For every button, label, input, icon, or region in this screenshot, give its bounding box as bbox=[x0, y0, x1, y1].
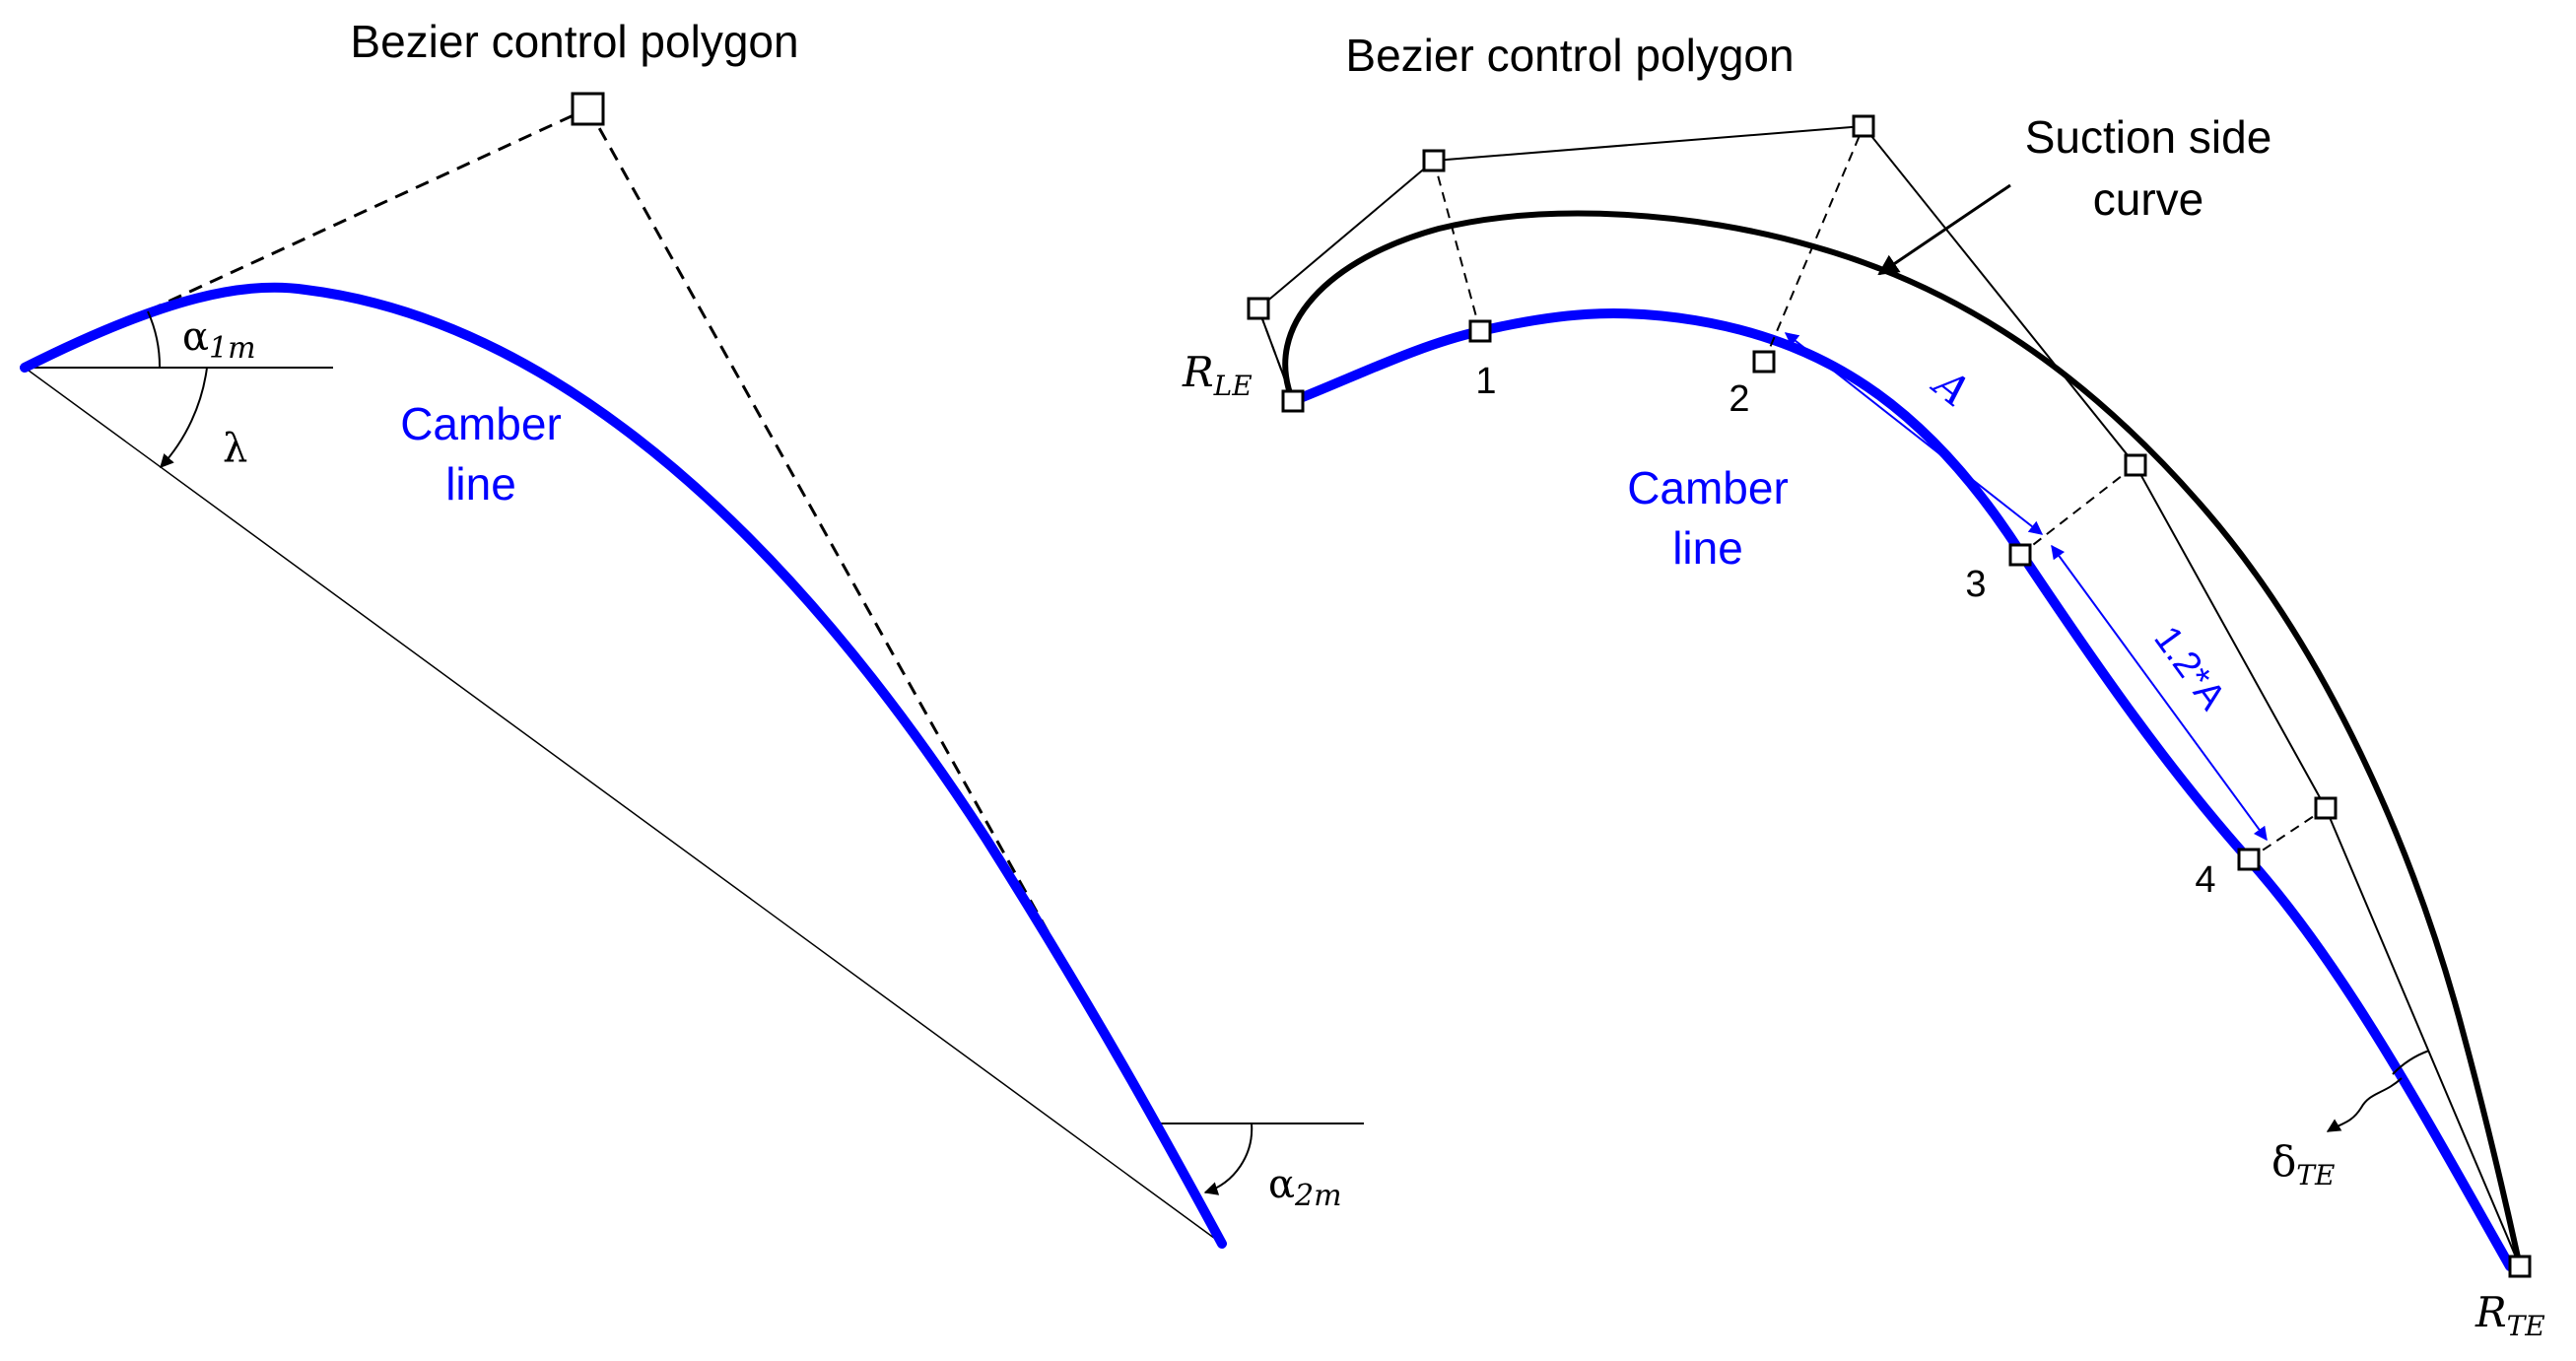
delta-te-label: δTE bbox=[2271, 1137, 2335, 1191]
dimension-12a-arrow bbox=[2051, 544, 2268, 842]
suction-side-curve bbox=[1282, 210, 2523, 1269]
right-title: Bezier control polygon bbox=[1345, 30, 1794, 81]
suction-cp-4 bbox=[2314, 796, 2338, 820]
r-le-label: RLE bbox=[1182, 348, 1253, 402]
camber-cp-4 bbox=[2237, 848, 2261, 871]
alpha1-label: α1m bbox=[182, 314, 256, 366]
camber-cp-1 bbox=[1468, 319, 1492, 343]
suction-label-line2: curve bbox=[2093, 173, 2203, 225]
connector-1 bbox=[1433, 160, 1481, 332]
control-points bbox=[1247, 114, 2532, 1278]
dimension-a-arrow bbox=[1784, 332, 2044, 535]
right-panel: Bezier control polygon bbox=[1182, 30, 2545, 1342]
left-camber-line bbox=[20, 282, 1227, 1249]
delta-te-arc bbox=[2392, 1050, 2430, 1075]
connector-2 bbox=[1763, 125, 1864, 363]
camber-cp-2 bbox=[1752, 350, 1776, 374]
camber-cp-3 bbox=[2008, 543, 2032, 567]
alpha2-label: α2m bbox=[1268, 1162, 1342, 1213]
suction-cp-1 bbox=[1422, 149, 1446, 172]
connector-3 bbox=[2019, 464, 2136, 556]
dimension-12a-label: 1.2*A bbox=[2145, 619, 2233, 717]
connector-4 bbox=[2248, 807, 2327, 860]
left-camber-label-line2: line bbox=[445, 458, 516, 510]
alpha2-arc bbox=[1203, 1123, 1254, 1195]
left-panel: Bezier control polygon α1m λ α2m Camber … bbox=[20, 16, 1364, 1249]
alpha1-arc bbox=[147, 310, 162, 369]
delta-te-pointer bbox=[2326, 1077, 2403, 1132]
left-camber-label-line1: Camber bbox=[400, 398, 562, 449]
point-label-3: 3 bbox=[1965, 564, 1986, 605]
left-control-polygon-leg-2 bbox=[586, 107, 1224, 1245]
camber-cp-te bbox=[2508, 1255, 2532, 1278]
right-camber-line bbox=[1288, 308, 2515, 1271]
point-label-2: 2 bbox=[1729, 378, 1749, 420]
left-title: Bezier control polygon bbox=[350, 16, 798, 67]
point-label-1: 1 bbox=[1475, 361, 1496, 402]
suction-cp-2 bbox=[1852, 114, 1875, 138]
suction-cp-3 bbox=[2124, 453, 2147, 477]
right-camber-label-line1: Camber bbox=[1627, 462, 1789, 513]
left-chord-line bbox=[24, 367, 1223, 1245]
dimension-a-label: A bbox=[1923, 357, 1979, 416]
lambda-label: λ bbox=[223, 426, 247, 471]
right-camber-label-line2: line bbox=[1672, 522, 1743, 574]
point-label-4: 4 bbox=[2195, 859, 2215, 901]
r-te-label: RTE bbox=[2474, 1288, 2545, 1342]
camber-cp-le bbox=[1281, 389, 1305, 413]
suction-label-line1: Suction side bbox=[2025, 111, 2272, 163]
suction-pointer-arrow bbox=[1877, 183, 2011, 276]
left-control-point bbox=[571, 92, 605, 126]
suction-cp-0 bbox=[1247, 297, 1270, 320]
lambda-arc bbox=[160, 367, 208, 469]
